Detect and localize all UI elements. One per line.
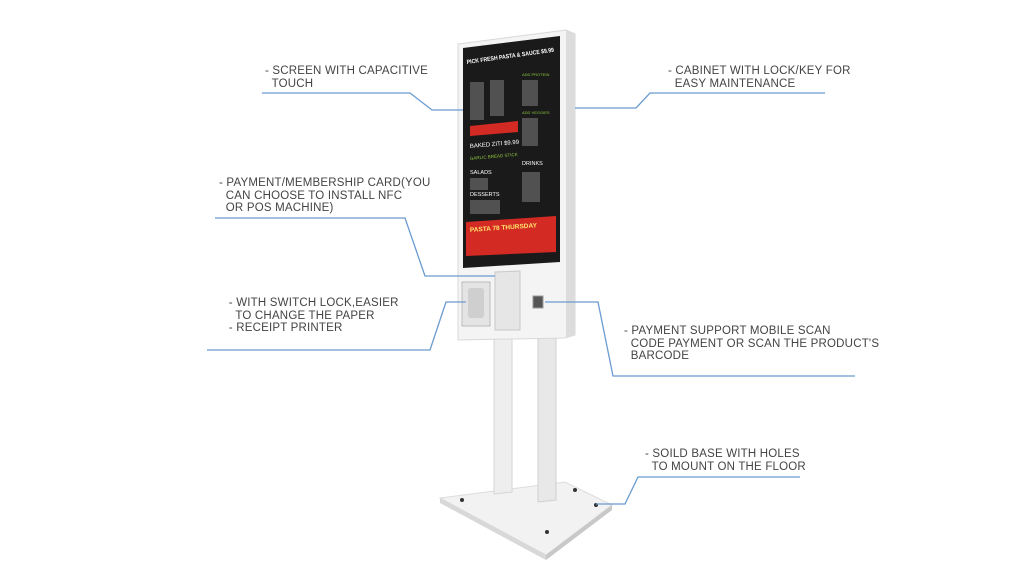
kiosk-side (566, 30, 575, 338)
leader-line-printer (207, 301, 466, 351)
promo-banner (466, 216, 556, 256)
barcode-scanner[interactable] (532, 295, 544, 309)
callout-base: - SOILD BASE WITH HOLES TO MOUNT ON THE … (645, 448, 806, 473)
card-reader-slot[interactable] (494, 270, 521, 331)
menu-desserts: DESSERTS (470, 192, 500, 198)
mount-hole (573, 488, 577, 492)
kiosk-base (438, 481, 613, 556)
kiosk-pole-right (537, 327, 557, 503)
callout-cabinet: - CABINET WITH LOCK/KEY FOR EASY MAINTEN… (668, 65, 851, 90)
leader-line-cabinet (575, 92, 825, 109)
printer-paper-roll (468, 288, 484, 318)
menu-promo: PASTA 78 THURSDAY (470, 222, 538, 234)
menu-drinks: DRINKS (522, 161, 543, 167)
callout-scanner: - PAYMENT SUPPORT MOBILE SCAN CODE PAYME… (624, 325, 880, 362)
leader-line-screen (262, 92, 463, 111)
mount-hole (545, 530, 549, 534)
leader-line-scanner (545, 301, 855, 377)
menu-garlic: GARLIC BREAD STICK (470, 152, 518, 161)
menu-salads: SALADS (470, 170, 492, 176)
menu-baked: BAKED ZITI $9.99 (470, 140, 520, 150)
kiosk-pole-left (493, 332, 513, 495)
leader-line-base (596, 476, 800, 505)
kiosk-base-edge (440, 498, 546, 560)
callout-payment-card: - PAYMENT/MEMBERSHIP CARD(YOU CAN CHOOSE… (219, 177, 431, 214)
callout-screen: - SCREEN WITH CAPACITIVE TOUCH (265, 65, 429, 90)
touch-screen[interactable] (463, 36, 560, 268)
menu-add-protein: ADD PROTEIN (522, 72, 549, 77)
callout-printer: - WITH SWITCH LOCK,EASIER TO CHANGE THE … (228, 297, 399, 334)
menu-red-strip (470, 121, 518, 136)
mount-hole (460, 498, 464, 502)
menu-add-veggies: ADD VEGGIES (522, 110, 550, 115)
kiosk-base-edge-right (546, 505, 612, 560)
leader-line-payment-card (215, 217, 495, 277)
